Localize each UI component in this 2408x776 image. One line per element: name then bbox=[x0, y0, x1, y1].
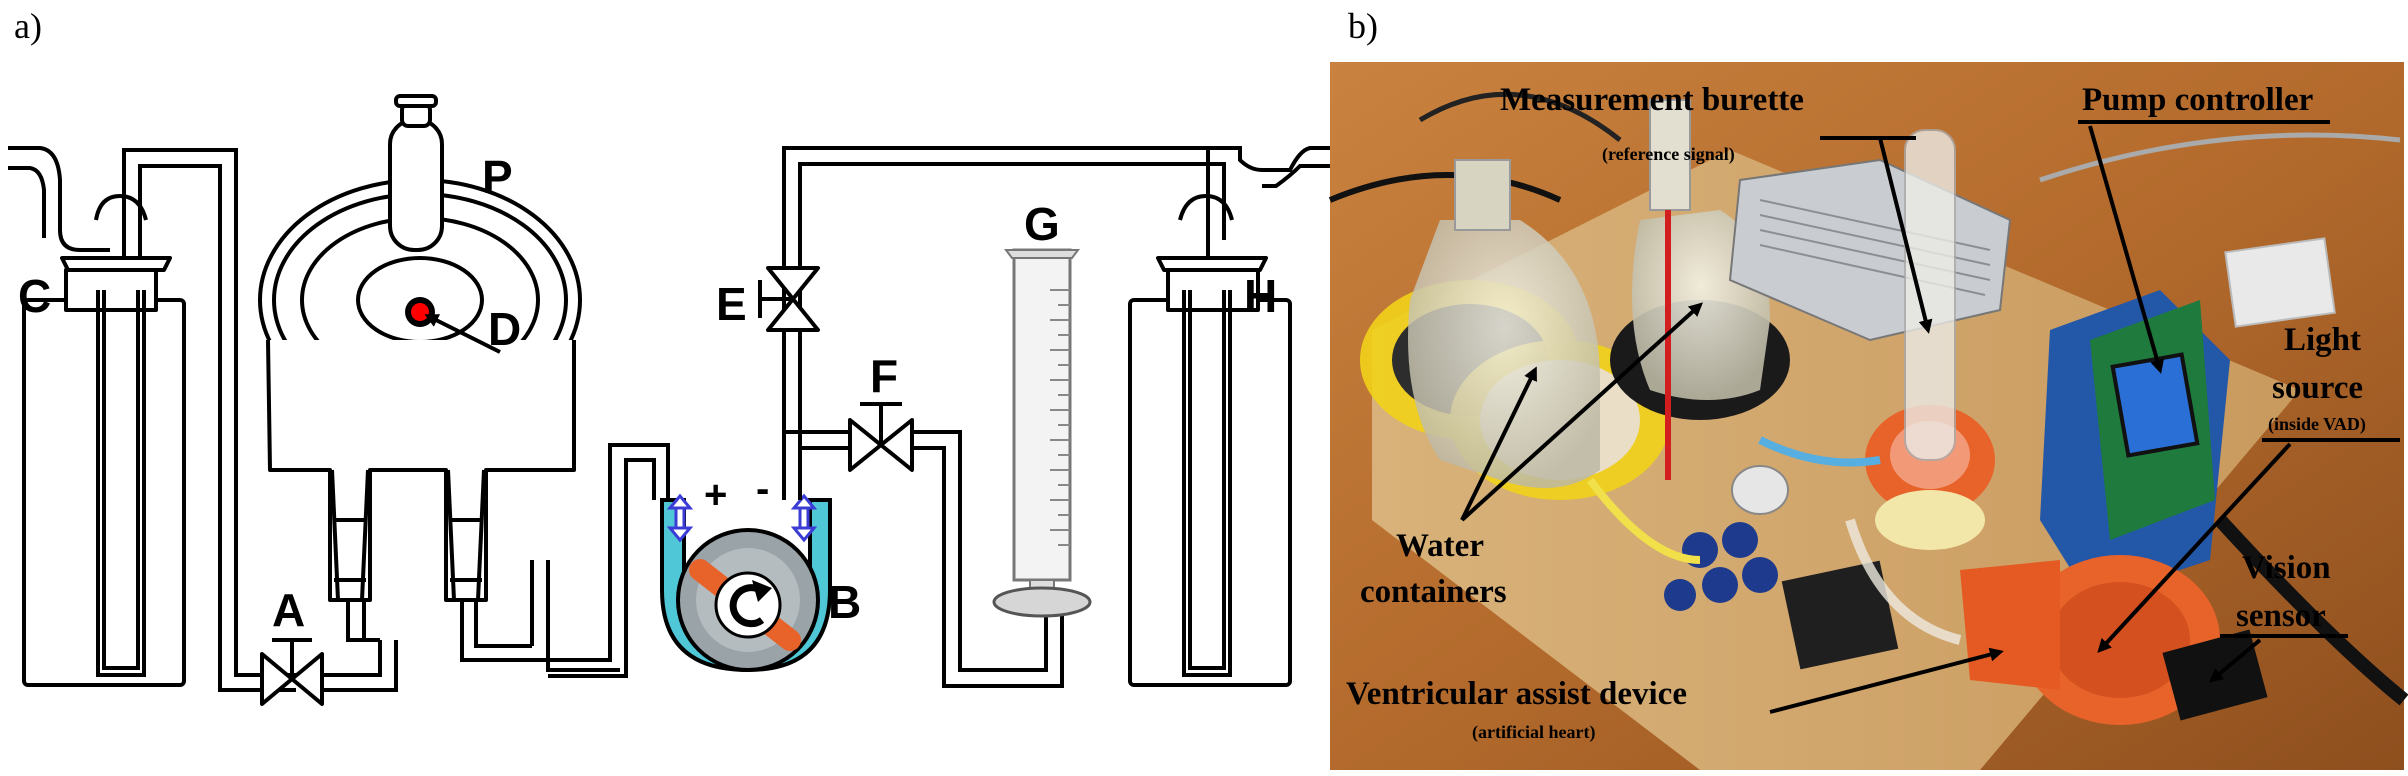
label-water-containers-2: containers bbox=[1360, 574, 1507, 610]
flow-arrow-out bbox=[790, 493, 818, 543]
label-h: H bbox=[1244, 270, 1277, 322]
valve-a bbox=[260, 638, 398, 706]
experimental-setup-photo bbox=[1328, 62, 2408, 770]
label-e: E bbox=[716, 278, 747, 330]
pump-minus-sign: - bbox=[756, 467, 769, 511]
valve-e bbox=[758, 266, 820, 332]
label-f: F bbox=[870, 350, 898, 402]
label-artificial-heart: (artificial heart) bbox=[1472, 722, 1595, 743]
cylinder-g bbox=[992, 248, 1092, 618]
label-vision-sensor-2: sensor bbox=[2236, 598, 2326, 634]
label-g: G bbox=[1024, 198, 1060, 250]
valve-f bbox=[784, 402, 1064, 688]
pump-b bbox=[660, 493, 832, 673]
label-p: P bbox=[482, 151, 513, 203]
label-c: C bbox=[18, 270, 51, 322]
label-d: D bbox=[488, 303, 521, 355]
label-light-source-2: source bbox=[2272, 370, 2363, 406]
panel-b-label: b) bbox=[1348, 6, 1378, 46]
bottle-h bbox=[1128, 146, 1330, 687]
flow-arrow-in bbox=[666, 493, 694, 543]
label-a: A bbox=[272, 584, 305, 636]
label-inside-vad: (inside VAD) bbox=[2268, 414, 2366, 435]
label-measurement-burette: Measurement burette bbox=[1500, 82, 1804, 118]
photo-annotations: Measurement burette (reference signal) P… bbox=[1346, 82, 2400, 743]
label-light-source-1: Light bbox=[2284, 322, 2361, 358]
label-vad: Ventricular assist device bbox=[1346, 676, 1687, 712]
bottle-c bbox=[8, 146, 296, 692]
schematic-diagram: C A bbox=[8, 94, 1330, 706]
label-vision-sensor-1: Vision bbox=[2242, 550, 2331, 586]
pipe-p-to-b bbox=[530, 560, 550, 670]
label-b: B bbox=[828, 576, 861, 628]
label-water-containers-1: Water bbox=[1396, 528, 1484, 564]
label-pump-controller: Pump controller bbox=[2082, 82, 2313, 118]
panel-a-label: a) bbox=[14, 6, 42, 46]
vessel-p bbox=[258, 94, 620, 672]
pump-plus-sign: + bbox=[704, 473, 727, 517]
label-reference-signal: (reference signal) bbox=[1602, 144, 1735, 165]
